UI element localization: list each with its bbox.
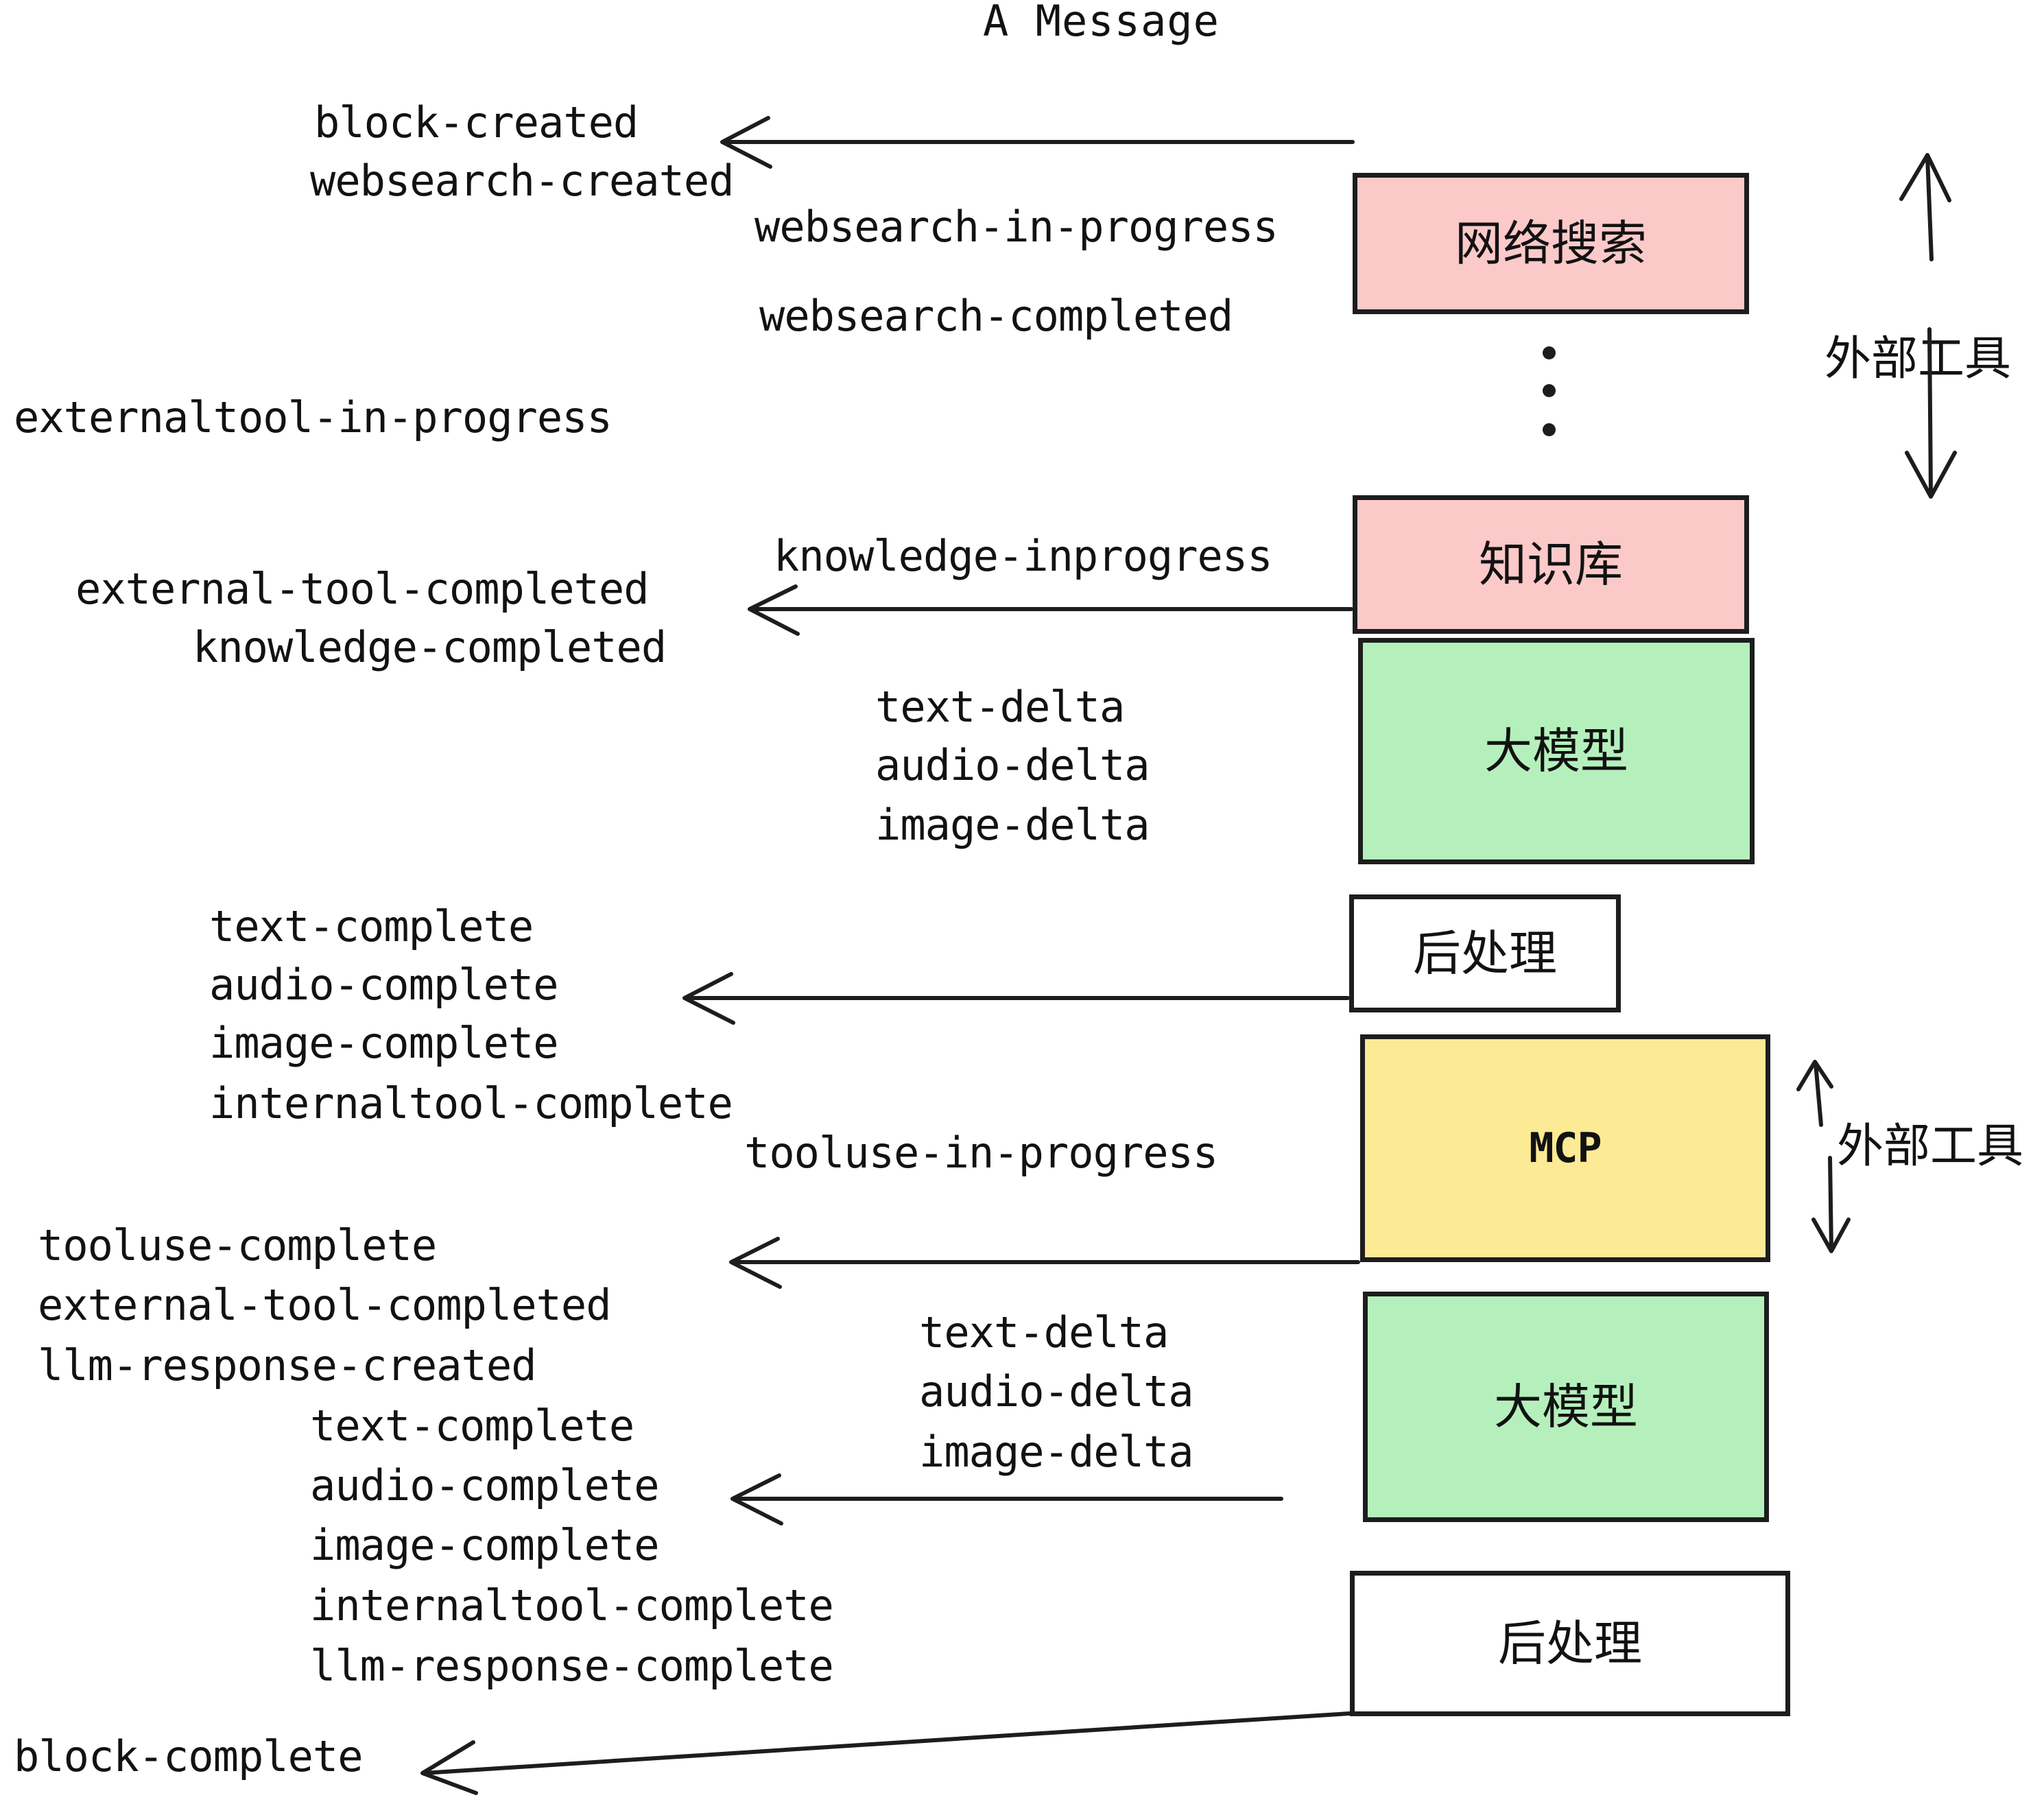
node-mcp-label: MCP xyxy=(1529,1124,1602,1172)
arrow-block-complete-icon xyxy=(420,1711,1352,1795)
event-internaltool-complete-second: internaltool-complete xyxy=(310,1580,834,1630)
arrow-audio-complete-icon xyxy=(730,1473,1283,1526)
event-externaltool-in-progress: externaltool-in-progress xyxy=(14,392,613,442)
node-llm-second[interactable]: 大模型 xyxy=(1363,1292,1769,1522)
diagram-title: A Message xyxy=(983,0,1220,46)
event-tooluse-complete: tooluse-complete xyxy=(38,1220,437,1270)
arrow-knowledge-completed-icon xyxy=(748,584,1353,636)
side-label-external-tool-top: 外部工具 xyxy=(1825,332,2012,386)
bracket-external-tool-top-up-icon xyxy=(1899,153,1951,261)
event-text-delta-first: text-delta xyxy=(875,682,1125,732)
event-text-complete-first: text-complete xyxy=(209,901,534,951)
event-image-complete-second: image-complete xyxy=(310,1520,660,1570)
event-image-delta-first: image-delta xyxy=(875,800,1150,850)
arrow-image-complete-icon xyxy=(682,972,1350,1025)
arrow-block-created-icon xyxy=(720,116,1355,169)
ellipsis-dot xyxy=(1543,346,1556,359)
side-label-external-tool-bottom: 外部工具 xyxy=(1837,1119,2024,1174)
node-websearch-label: 网络搜索 xyxy=(1455,215,1647,272)
bracket-external-tool-bottom-up-icon xyxy=(1796,1060,1833,1127)
event-block-complete: block-complete xyxy=(14,1731,364,1781)
event-tooluse-in-progress: tooluse-in-progress xyxy=(744,1128,1218,1178)
node-knowledge-label: 知识库 xyxy=(1479,536,1623,593)
ellipsis-dot xyxy=(1543,423,1556,436)
event-audio-delta-first: audio-delta xyxy=(875,740,1150,790)
ellipsis-dot xyxy=(1543,384,1556,397)
node-postprocess-second[interactable]: 后处理 xyxy=(1350,1571,1790,1716)
node-mcp[interactable]: MCP xyxy=(1360,1034,1770,1262)
event-image-delta-second: image-delta xyxy=(919,1427,1194,1477)
event-websearch-created: websearch-created xyxy=(310,156,735,206)
event-knowledge-completed: knowledge-completed xyxy=(193,622,667,672)
node-llm-first-label: 大模型 xyxy=(1484,723,1628,779)
event-websearch-completed: websearch-completed xyxy=(759,291,1233,341)
event-external-tool-completed-first: external-tool-completed xyxy=(75,564,650,614)
event-llm-response-complete: llm-response-complete xyxy=(310,1641,834,1691)
event-knowledge-inprogress: knowledge-inprogress xyxy=(774,531,1273,581)
event-internaltool-complete-first: internaltool-complete xyxy=(209,1078,733,1128)
arrow-tooluse-complete-icon xyxy=(729,1237,1360,1289)
event-audio-complete-second: audio-complete xyxy=(310,1460,660,1510)
node-websearch[interactable]: 网络搜索 xyxy=(1353,173,1749,314)
event-block-created: block-created xyxy=(314,97,639,147)
event-websearch-in-progress: websearch-in-progress xyxy=(754,202,1279,252)
event-text-delta-second: text-delta xyxy=(919,1307,1169,1357)
event-llm-response-created: llm-response-created xyxy=(38,1340,537,1390)
event-audio-complete-first: audio-complete xyxy=(209,960,559,1010)
node-postprocess-first-label: 后处理 xyxy=(1413,925,1557,982)
event-text-complete-second: text-complete xyxy=(310,1401,634,1451)
node-postprocess-first[interactable]: 后处理 xyxy=(1349,894,1621,1012)
node-postprocess-second-label: 后处理 xyxy=(1498,1615,1642,1672)
event-image-complete-first: image-complete xyxy=(209,1018,559,1068)
event-external-tool-completed-second: external-tool-completed xyxy=(38,1280,612,1330)
node-llm-first[interactable]: 大模型 xyxy=(1358,638,1755,864)
node-llm-second-label: 大模型 xyxy=(1494,1379,1638,1435)
node-knowledge[interactable]: 知识库 xyxy=(1353,495,1749,634)
event-audio-delta-second: audio-delta xyxy=(919,1366,1194,1416)
